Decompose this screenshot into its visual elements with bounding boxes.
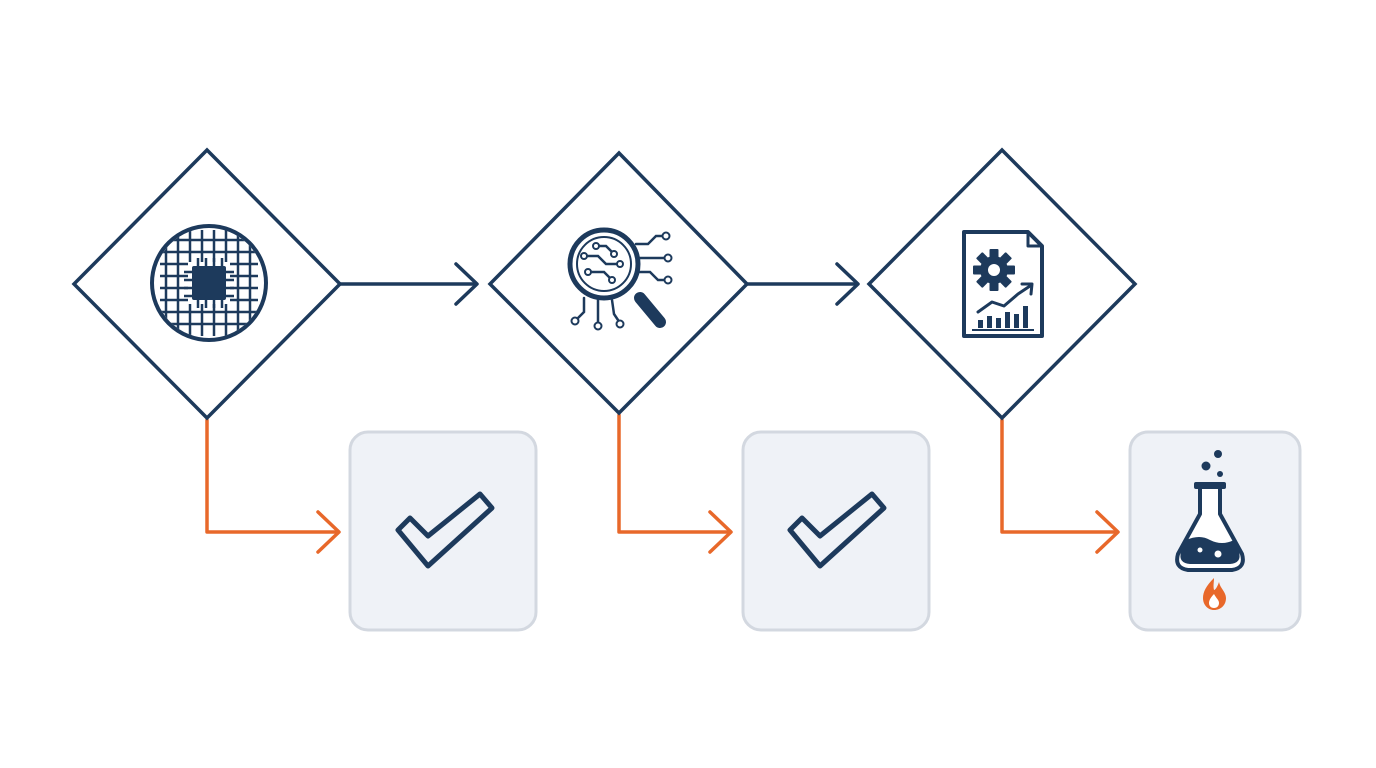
wafer-chip-icon	[150, 224, 268, 342]
result-box-3	[1128, 430, 1302, 632]
report-gear-chart-icon	[962, 230, 1044, 338]
result-connector-1	[205, 418, 341, 554]
connector-1-to-2	[338, 262, 479, 306]
result-box-1	[348, 430, 538, 632]
magnifier-analysis-icon	[567, 227, 673, 331]
checkmark-icon	[395, 491, 495, 569]
connector-2-to-3	[745, 262, 860, 306]
checkmark-icon	[787, 491, 887, 569]
result-box-2	[741, 430, 931, 632]
result-connector-2	[617, 413, 733, 554]
flask-flame-icon	[1175, 450, 1245, 610]
result-connector-3	[1000, 418, 1120, 554]
